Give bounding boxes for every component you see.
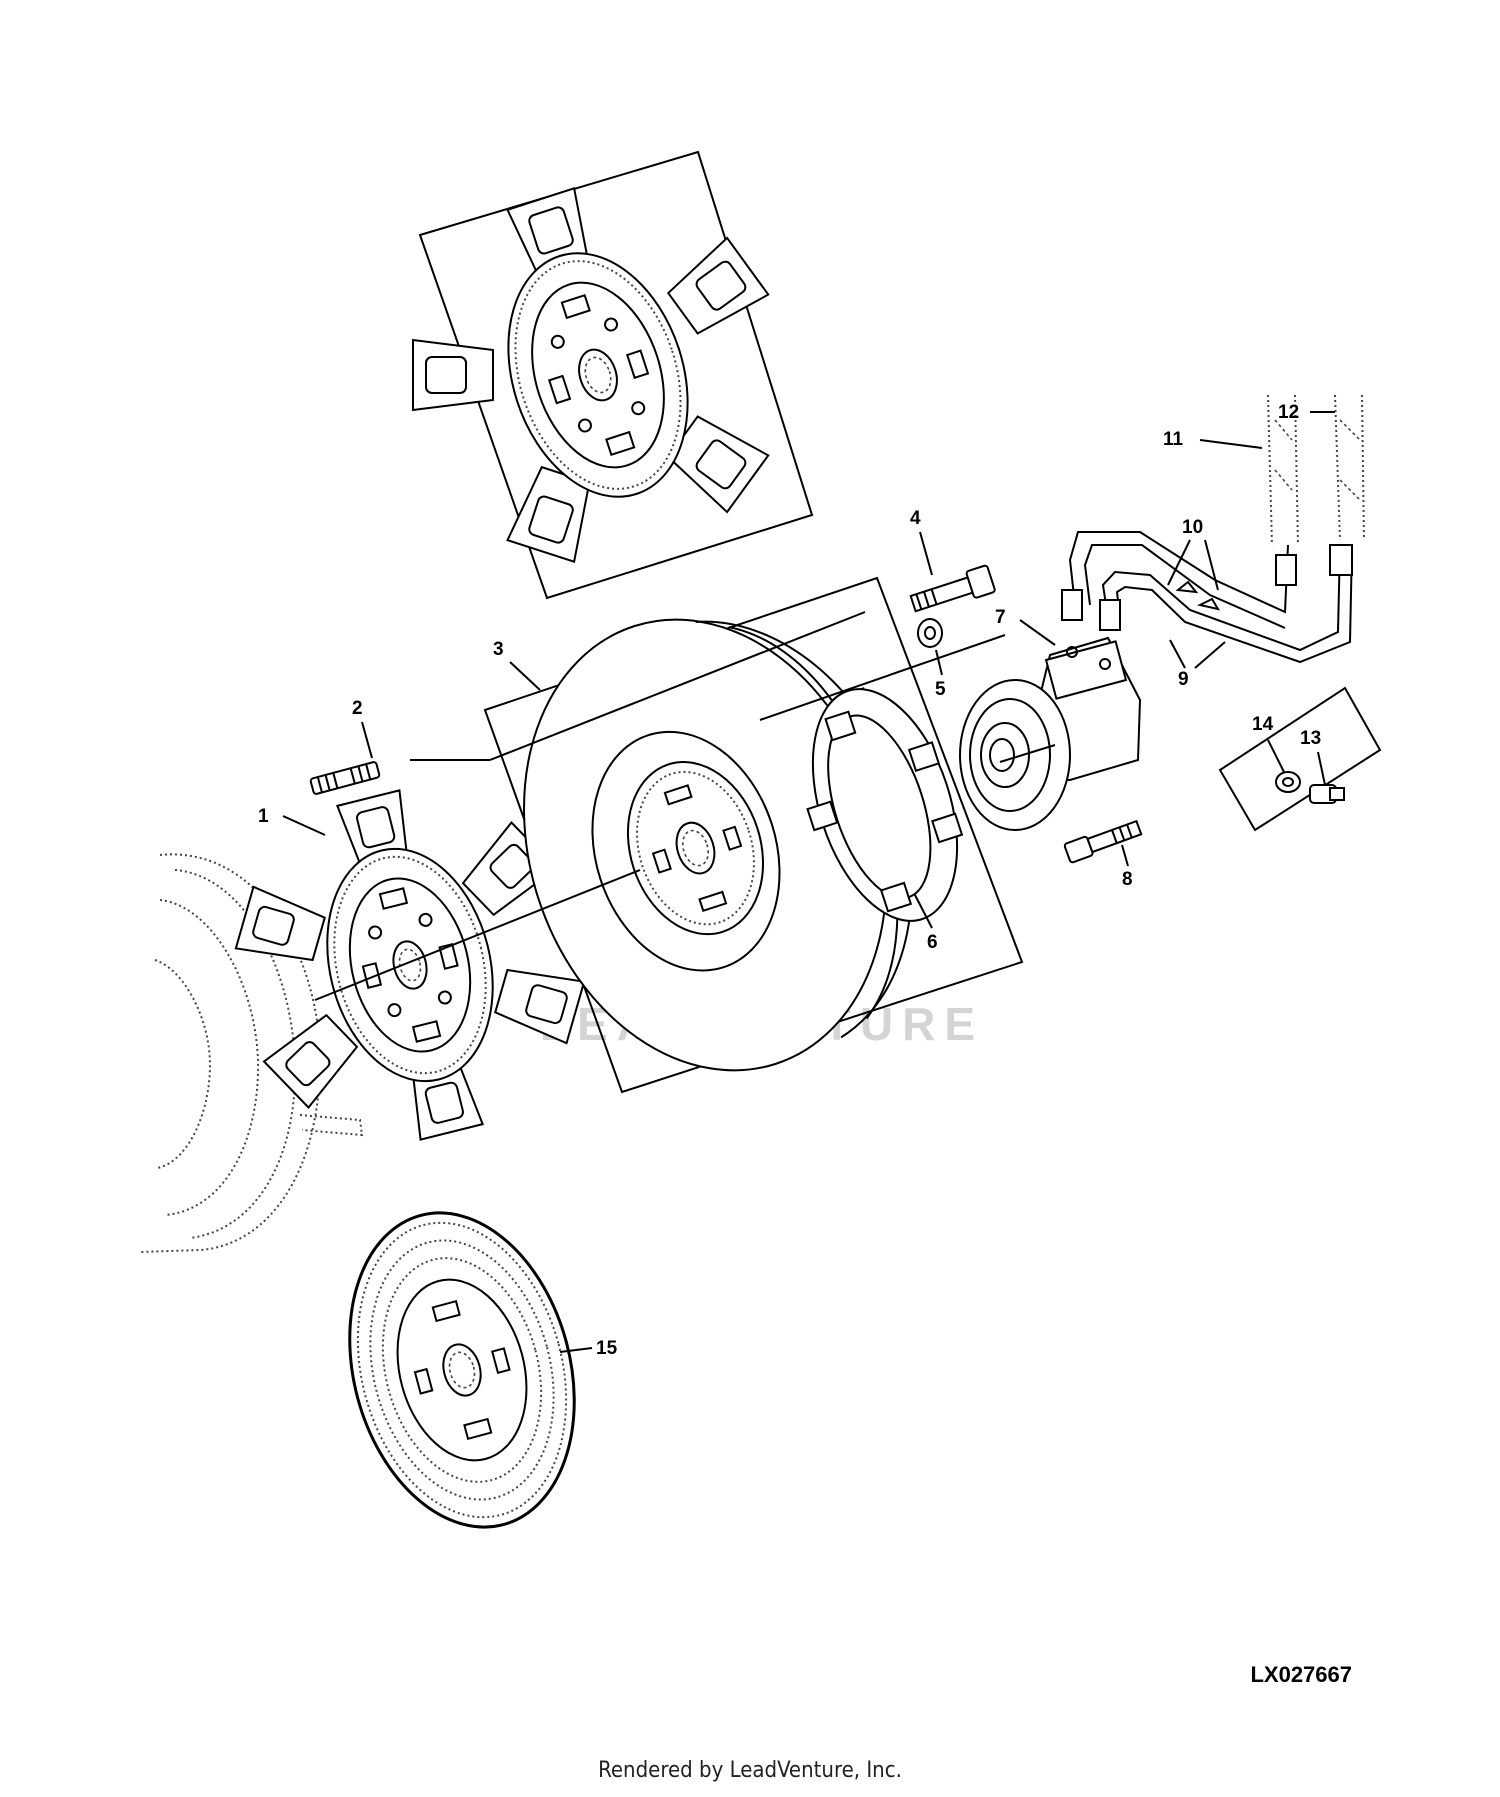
callout-9: 9 <box>1178 669 1189 690</box>
leader-5 <box>935 649 943 676</box>
callout-7: 7 <box>995 607 1006 628</box>
leader-9b <box>1194 641 1226 669</box>
callout-13: 13 <box>1300 728 1321 749</box>
leader-14 <box>1267 739 1285 773</box>
leader-15 <box>559 1347 593 1353</box>
bolt-4 <box>909 564 996 613</box>
leader-11 <box>1199 439 1263 449</box>
leader-8 <box>1121 844 1129 867</box>
leader-2 <box>361 721 373 759</box>
hoses-11-12 <box>1267 394 1365 546</box>
screw-8 <box>1063 819 1143 864</box>
leader-3 <box>509 661 541 691</box>
callout-11: 11 <box>1163 429 1184 450</box>
callout-15: 15 <box>596 1338 618 1359</box>
leader-10b <box>1204 539 1219 591</box>
callout-5: 5 <box>935 679 946 700</box>
callout-3: 3 <box>493 639 504 660</box>
stud-2 <box>309 761 381 795</box>
washer-5 <box>917 618 943 648</box>
footer-credit: Rendered by LeadVenture, Inc. <box>598 1758 902 1783</box>
callout-1: 1 <box>258 806 269 827</box>
inset-box-paddle-disc <box>412 150 814 600</box>
hydraulic-lines-9-10 <box>1061 531 1353 664</box>
release-plate-6 <box>806 688 964 922</box>
leader-13 <box>1317 751 1326 786</box>
paddle-disc-top <box>412 186 770 564</box>
leader-9a <box>1169 639 1186 669</box>
clutch-disc-15 <box>348 1211 576 1529</box>
callout-14: 14 <box>1252 714 1274 735</box>
callout-4: 4 <box>910 508 921 529</box>
leader-4 <box>919 531 933 576</box>
leader-10a <box>1167 539 1191 586</box>
callout-8: 8 <box>1122 869 1133 890</box>
figure-id: LX027667 <box>1250 1662 1352 1687</box>
inset-box-bleeder <box>1218 686 1382 832</box>
callout-2: 2 <box>352 698 363 719</box>
callout-labels: 1 2 3 4 5 6 7 8 9 10 11 12 13 14 15 <box>258 402 1335 1359</box>
leader-6 <box>914 894 933 929</box>
leader-7 <box>1019 619 1056 646</box>
leader-1 <box>282 815 326 836</box>
callout-10: 10 <box>1182 517 1203 538</box>
callout-12: 12 <box>1278 402 1299 423</box>
alignment-lines <box>314 611 1056 1001</box>
release-bearing-7 <box>959 636 1142 831</box>
callout-6: 6 <box>927 932 938 953</box>
